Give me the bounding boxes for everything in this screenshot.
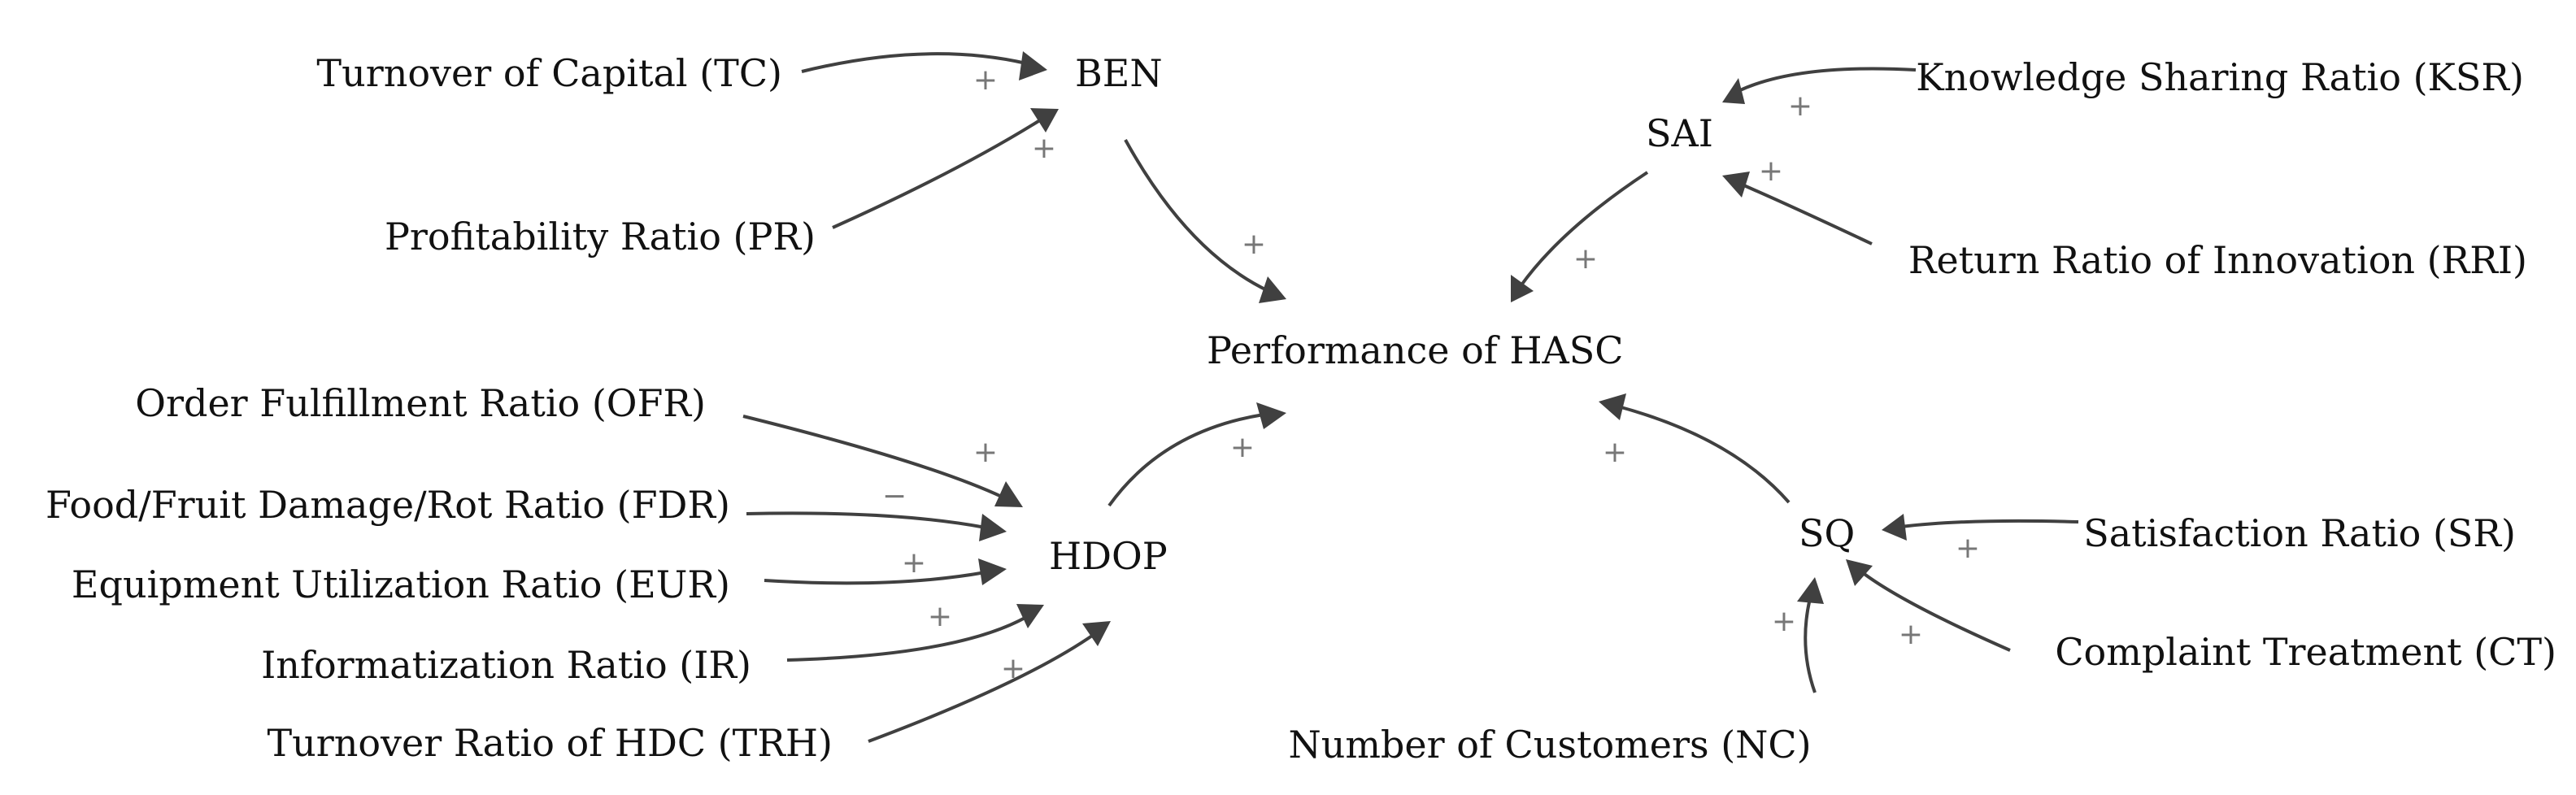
polarity-sq-performance: + (1603, 436, 1627, 469)
link-hdop-performance (1107, 413, 1264, 507)
link-rri-sai (1739, 182, 1873, 245)
node-ben: BEN (1075, 51, 1163, 95)
polarity-ofr-hdop: + (973, 436, 998, 469)
arrowhead-ofr-hdop (994, 481, 1023, 507)
arrowhead-sai-performance (1511, 275, 1534, 302)
node-sr: Satisfaction Ratio (SR) (2083, 511, 2516, 555)
arrowhead-ksr-sai (1722, 78, 1745, 104)
link-sr-sq (1900, 519, 2079, 528)
node-rri: Return Ratio of Innovation (RRI) (1908, 238, 2527, 282)
node-fdr: Food/Fruit Damage/Rot Ratio (FDR) (46, 483, 730, 527)
causal-links (742, 52, 2079, 743)
node-hdop: HDOP (1049, 534, 1168, 578)
link-tc-ben (801, 52, 1027, 73)
arrowhead-ct-sq (1846, 559, 1873, 586)
node-tc: Turnover of Capital (TC) (316, 51, 782, 95)
node-pr: Profitability Ratio (PR) (385, 215, 816, 258)
arrowhead-fdr-hdop (979, 514, 1007, 541)
link-ofr-hdop (742, 415, 1004, 499)
link-eur-hdop (764, 571, 986, 585)
node-nc: Number of Customers (NC) (1288, 723, 1811, 767)
link-ir-hdop (786, 615, 1029, 662)
arrowhead-nc-sq (1797, 577, 1824, 604)
polarity-eur-hdop: + (902, 546, 926, 580)
link-ksr-sai (1738, 67, 1917, 93)
node-performance: Performance of HASC (1207, 328, 1623, 372)
polarity-signs: + + + + + + + − + + + + + + + + (882, 63, 1980, 685)
node-labels: BEN SAI Performance of HASC HDOP SQ Turn… (46, 51, 2556, 767)
arrowhead-pr-ben (1030, 108, 1059, 132)
arrowhead-trh-hdop (1082, 621, 1111, 646)
link-trh-hdop (868, 632, 1096, 743)
node-ksr: Knowledge Sharing Ratio (KSR) (1916, 55, 2524, 99)
polarity-ir-hdop: + (928, 600, 952, 633)
link-sq-performance (1617, 405, 1791, 504)
arrowhead-sr-sq (1882, 514, 1907, 541)
arrowheads (978, 51, 1907, 646)
arrowhead-tc-ben (1019, 51, 1047, 80)
polarity-fdr-hdop: − (882, 480, 907, 513)
link-fdr-hdop (746, 511, 986, 529)
node-sq: SQ (1799, 511, 1855, 555)
node-trh: Turnover Ratio of HDC (TRH) (267, 721, 833, 765)
link-sai-performance (1519, 171, 1649, 288)
link-ct-sq (1860, 571, 2011, 652)
arrowhead-hdop-performance (1256, 402, 1286, 429)
node-ct: Complaint Treatment (CT) (2055, 630, 2556, 674)
polarity-ben-performance: + (1242, 228, 1266, 261)
polarity-sai-performance: + (1573, 242, 1598, 276)
polarity-trh-hdop: + (1001, 652, 1025, 685)
node-eur: Equipment Utilization Ratio (EUR) (72, 563, 730, 606)
polarity-ksr-sai: + (1788, 89, 1812, 123)
node-sai: SAI (1646, 111, 1713, 155)
link-pr-ben (832, 117, 1044, 229)
arrowhead-sq-performance (1599, 393, 1626, 420)
polarity-pr-ben: + (1032, 132, 1056, 165)
polarity-tc-ben: + (973, 63, 998, 97)
node-ir: Informatization Ratio (IR) (261, 643, 751, 687)
polarity-nc-sq: + (1772, 605, 1796, 638)
link-ben-performance (1124, 139, 1269, 293)
arrowhead-eur-hdop (978, 558, 1007, 585)
polarity-rri-sai: + (1759, 154, 1783, 188)
arrowhead-rri-sai (1722, 172, 1750, 198)
arrowhead-ir-hdop (1016, 604, 1044, 628)
polarity-sr-sq: + (1956, 532, 1980, 565)
polarity-hdop-performance: + (1230, 431, 1255, 464)
arrowhead-ben-performance (1259, 276, 1286, 303)
node-ofr: Order Fulfillment Ratio (OFR) (135, 381, 706, 425)
polarity-ct-sq: + (1899, 618, 1923, 651)
link-nc-sq (1804, 597, 1817, 693)
